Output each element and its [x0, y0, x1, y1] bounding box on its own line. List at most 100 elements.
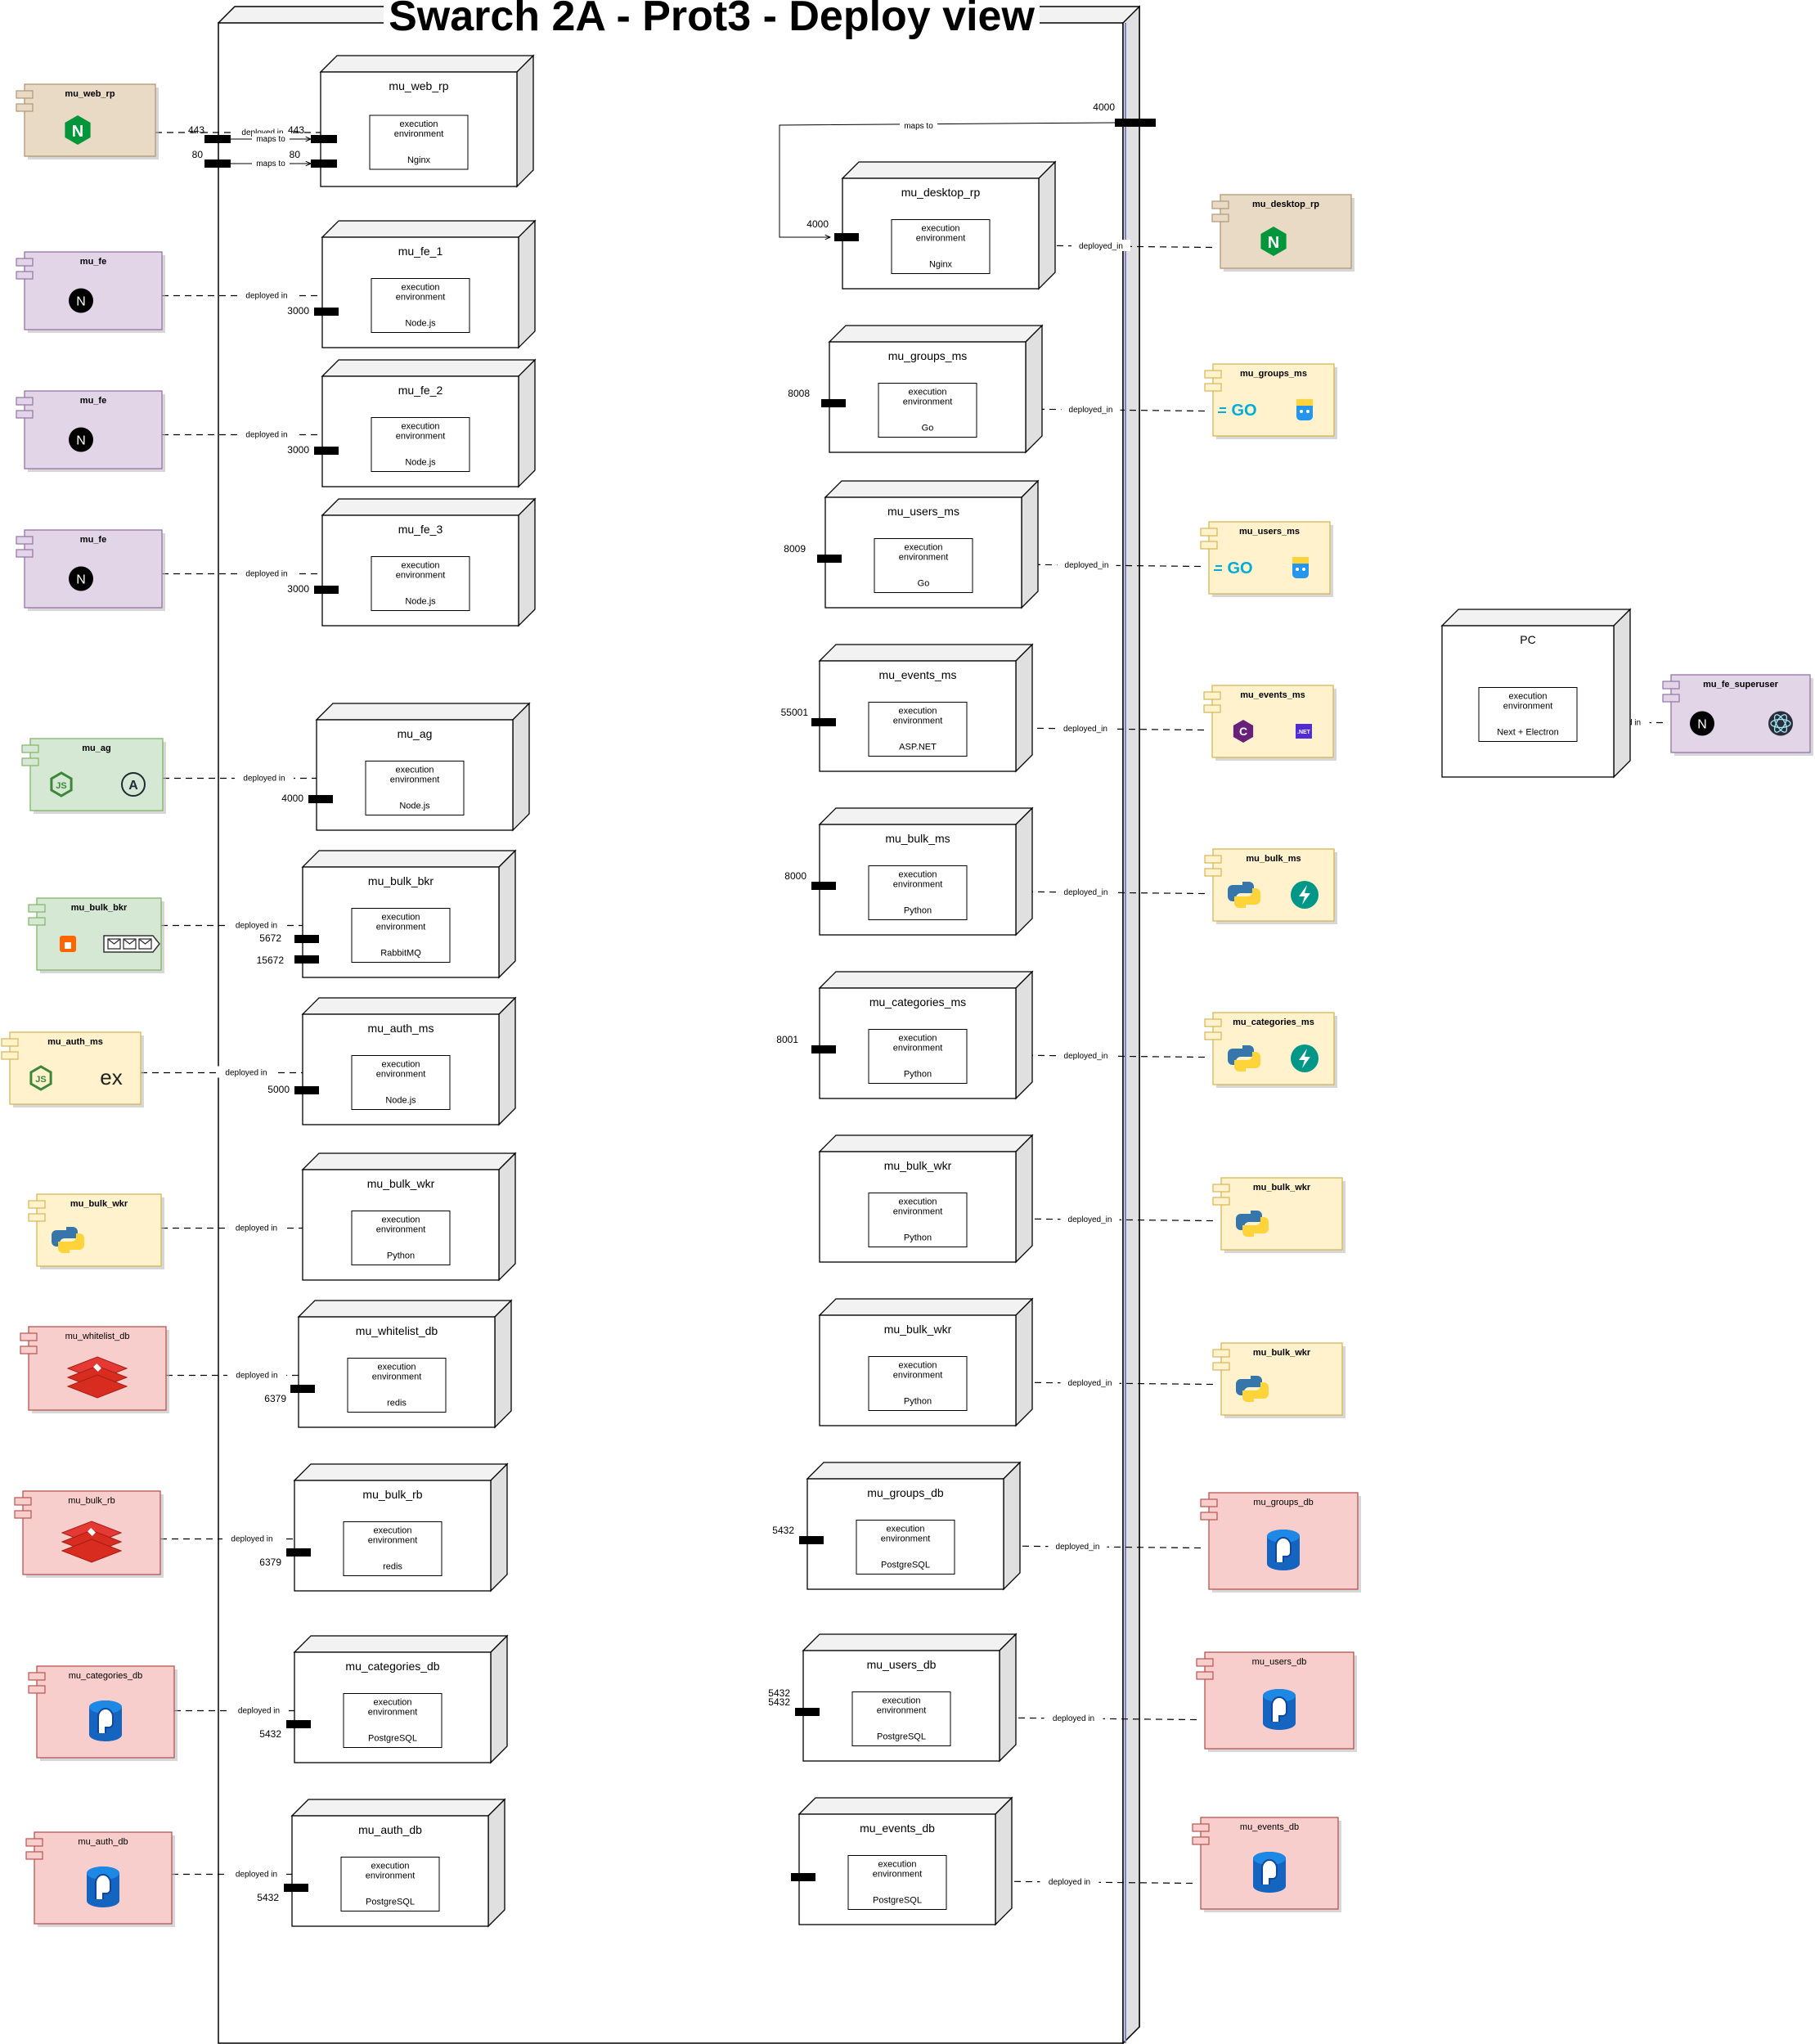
node-n-users-db: mu_users_dbexecutionenvironmentPostgreSQ… — [802, 1633, 1018, 1763]
node-top-face — [290, 1799, 506, 1817]
component-name: mu_fe — [80, 396, 106, 406]
component-body — [24, 390, 163, 469]
port: 5000 — [267, 1084, 319, 1095]
python-icon-lower — [1234, 888, 1260, 908]
component-body — [24, 529, 163, 609]
execution-environment-box — [343, 1693, 443, 1748]
nextjs-icon — [69, 566, 93, 591]
edge-label: deployed_in — [1056, 1543, 1100, 1552]
execution-environment-box — [868, 865, 968, 920]
deployed-in-edge-line — [977, 409, 1206, 411]
exec-env-tech: Next + Electron — [1497, 728, 1559, 738]
exec-env-label: environment — [893, 880, 943, 890]
gopher-icon-band — [1292, 557, 1309, 564]
edge-label: deployed in — [243, 775, 285, 784]
component-c-auth-db: mu_auth_db — [25, 1831, 175, 1927]
component-name: mu_fe_superuser — [1703, 680, 1778, 690]
edge-label-bg — [1044, 1712, 1103, 1723]
exec-env-label: execution — [898, 1361, 937, 1371]
edge-label-bg — [1061, 403, 1121, 415]
component-tab — [28, 1200, 46, 1209]
postgres-elephant-icon — [1275, 1537, 1292, 1562]
node-side-face — [498, 849, 516, 979]
component-tab — [14, 1510, 32, 1519]
component-tab — [1204, 370, 1222, 379]
component-body — [1220, 194, 1352, 269]
redis-icon — [61, 1539, 123, 1563]
component-name: mu_bulk_ms — [1246, 854, 1301, 864]
node-title: mu_desktop_rp — [901, 186, 981, 199]
component-name: mu_bulk_rb — [68, 1496, 115, 1506]
electron-orbit — [1773, 714, 1788, 733]
component-tab — [16, 410, 34, 419]
exec-env-tech: redis — [387, 1399, 407, 1408]
port: 3000 — [287, 305, 339, 317]
exec-env-label: execution — [381, 1215, 420, 1225]
port-marker — [799, 1536, 824, 1544]
component-tab — [1192, 1823, 1210, 1832]
component-tab — [1212, 1184, 1230, 1193]
apollo-icon-glyph: A — [128, 779, 138, 793]
apollo-icon — [121, 772, 146, 797]
node-top-face — [297, 1300, 513, 1318]
component-tab — [21, 757, 39, 766]
exec-env-tech: PostgreSQL — [368, 1734, 417, 1744]
python-icon-lower — [1234, 1052, 1260, 1071]
port-label: 55001 — [781, 707, 809, 718]
node-side-face — [518, 358, 536, 488]
port-marker — [314, 586, 339, 594]
component-body — [1208, 521, 1331, 595]
amqp-envelope-icon — [107, 938, 121, 950]
node-top-face — [818, 807, 1034, 825]
edge-label: deployed in — [1049, 1878, 1090, 1887]
port-marker — [294, 935, 319, 943]
node-n-categories-db: mu_categories_dbexecutionenvironmentPost… — [293, 1634, 509, 1764]
node-top-face — [315, 703, 531, 721]
port-marker — [294, 955, 319, 964]
edge-label-bg — [252, 158, 290, 168]
component-c-users-db: mu_users_db — [1196, 1651, 1357, 1752]
component-tab — [28, 1685, 46, 1694]
component-tab — [25, 1838, 43, 1847]
port-marker — [284, 1884, 308, 1892]
component-name: mu_web_rp — [65, 89, 115, 99]
component-tab — [1204, 1018, 1222, 1027]
port-label: 3000 — [287, 444, 309, 456]
port-marker — [811, 1045, 836, 1053]
component-name: mu_whitelist_db — [65, 1332, 130, 1341]
edge-label: deployed in — [238, 1707, 280, 1716]
exec-env-label: environment — [390, 775, 440, 785]
component-tab — [16, 536, 34, 545]
component-c-bulk-bkr: mu_bulk_bkr — [28, 897, 164, 973]
port: 80 — [192, 149, 231, 168]
fastapi-bolt-icon — [1299, 1049, 1310, 1068]
deployed-in-edge: deployed_in — [955, 1540, 1202, 1552]
port-label: 5432 — [768, 1696, 790, 1708]
node-title: mu_groups_db — [867, 1486, 944, 1499]
exec-env-label: execution — [898, 1197, 937, 1207]
dotnet-icon — [1296, 724, 1312, 739]
maps-to-edge: maps to — [231, 158, 311, 168]
edge-label: deployed in — [236, 922, 277, 931]
port-label: 4000 — [806, 218, 829, 230]
maps-to-edge: maps to — [231, 133, 311, 144]
component-tab — [28, 1213, 46, 1222]
edge-label: deployed in — [245, 292, 287, 301]
exec-env-label: execution — [898, 1034, 937, 1044]
component-tab — [1211, 200, 1229, 209]
port-label: 443 — [188, 124, 204, 136]
component-tab — [1196, 1658, 1214, 1667]
component-body — [36, 897, 162, 971]
node-top-face — [321, 220, 537, 238]
deployed-in-edge: deployed_in — [973, 559, 1202, 570]
edge-label: deployed_in — [1079, 242, 1123, 251]
component-body — [1211, 685, 1334, 758]
component-name: mu_bulk_wkr — [1253, 1348, 1311, 1358]
postgres-elephant-icon — [1271, 1696, 1287, 1722]
